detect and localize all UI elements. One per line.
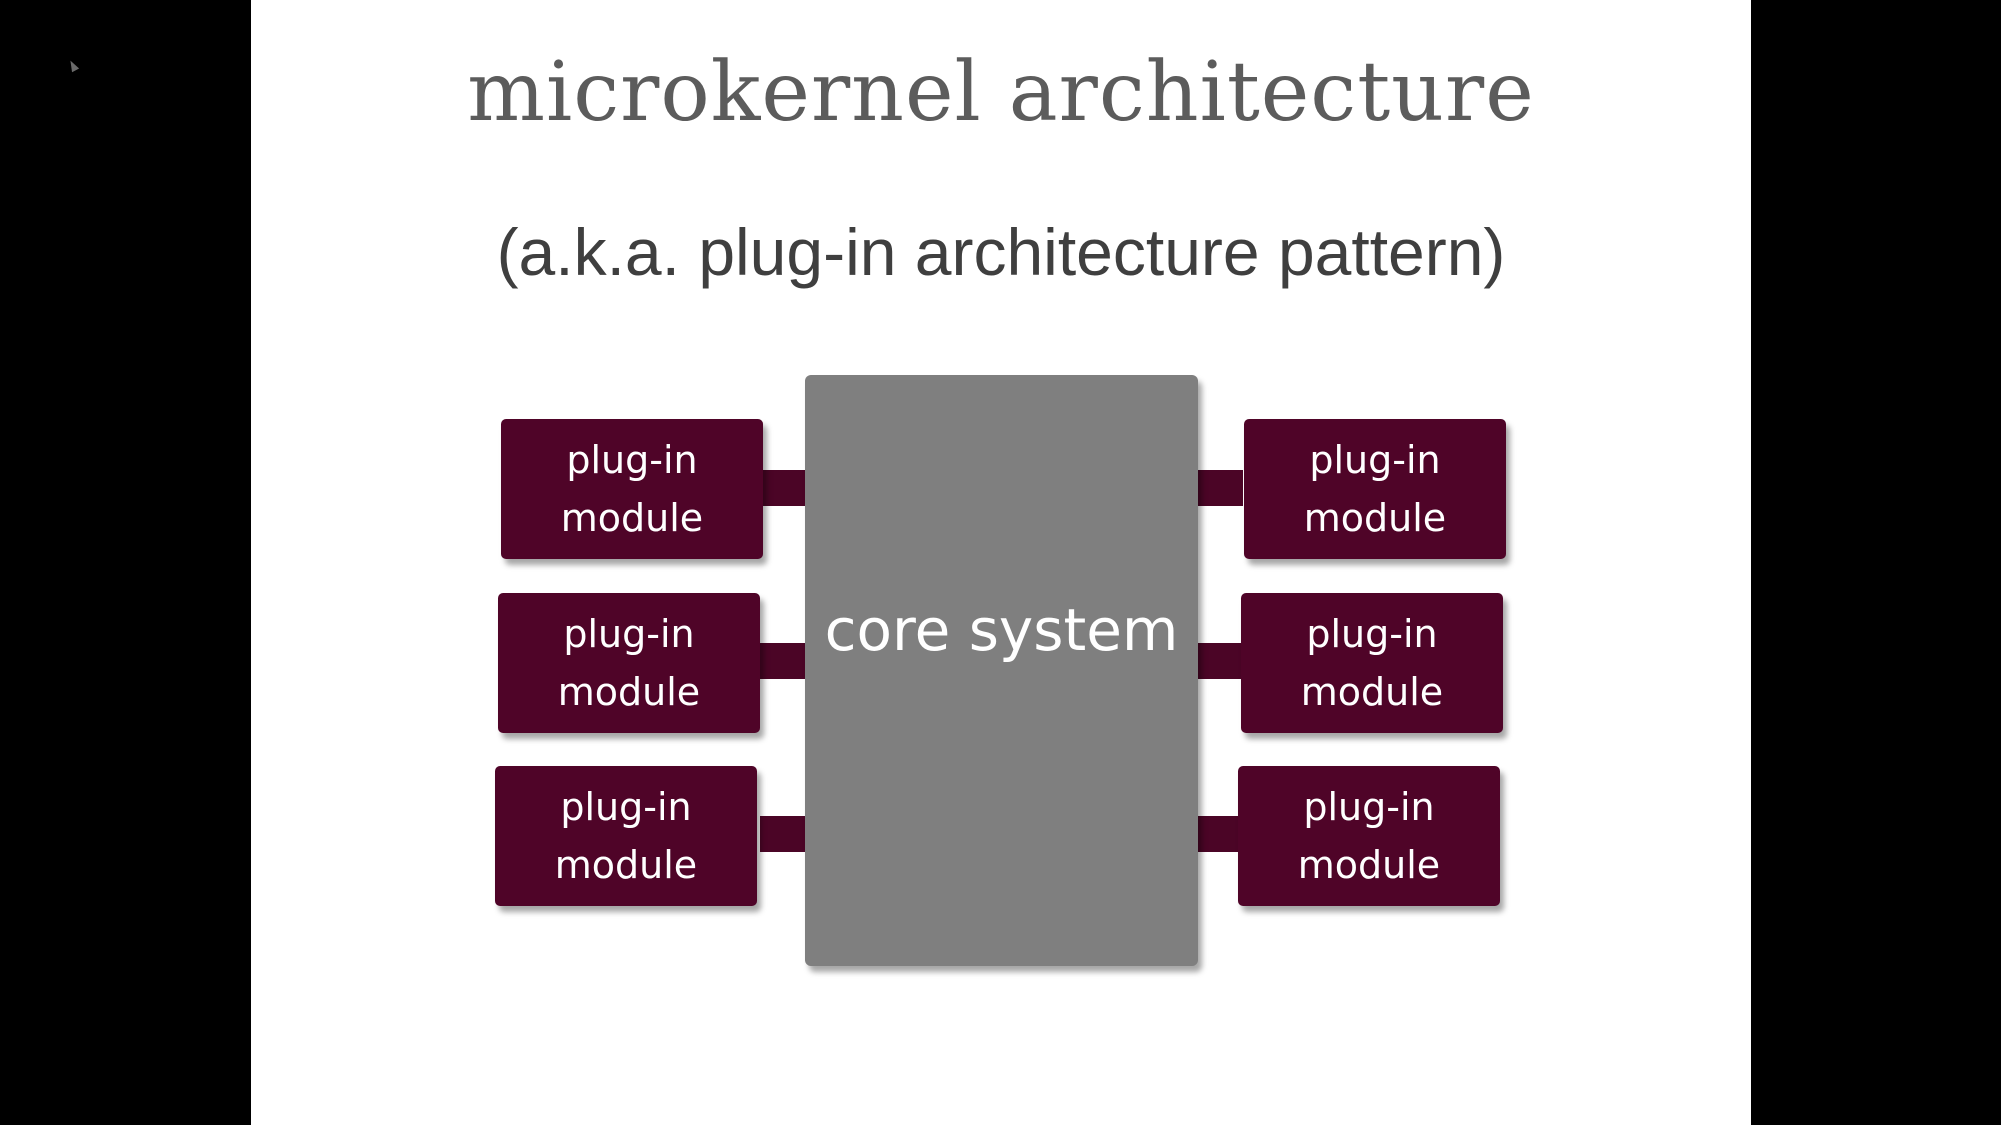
connector-right-2 xyxy=(1198,643,1243,679)
plugin-module-label: plug-in module xyxy=(1297,785,1441,887)
core-system-label: core system xyxy=(824,596,1179,664)
presentation-slide: microkernel architecture (a.k.a. plug-in… xyxy=(251,0,1751,1125)
slide-subtitle: (a.k.a. plug-in architecture pattern) xyxy=(496,215,1506,289)
connector-left-3 xyxy=(760,816,805,852)
plugin-module-label: plug-in module xyxy=(554,785,698,887)
plugin-module-right-2: plug-in module xyxy=(1241,593,1503,733)
connector-left-1 xyxy=(760,470,805,506)
slide-title: microkernel architecture xyxy=(467,45,1535,140)
connector-left-2 xyxy=(760,643,805,679)
plugin-module-right-3: plug-in module xyxy=(1238,766,1500,906)
plugin-module-label: plug-in module xyxy=(560,438,704,540)
plugin-module-left-1: plug-in module xyxy=(501,419,763,559)
plugin-module-label: plug-in module xyxy=(557,612,701,714)
plugin-module-left-2: plug-in module xyxy=(498,593,760,733)
mouse-pointer-icon xyxy=(66,58,80,73)
connector-right-3 xyxy=(1198,816,1243,852)
core-system-box: core system xyxy=(805,375,1198,966)
connector-right-1 xyxy=(1198,470,1243,506)
plugin-module-left-3: plug-in module xyxy=(495,766,757,906)
plugin-module-label: plug-in module xyxy=(1303,438,1447,540)
plugin-module-right-1: plug-in module xyxy=(1244,419,1506,559)
plugin-module-label: plug-in module xyxy=(1300,612,1444,714)
